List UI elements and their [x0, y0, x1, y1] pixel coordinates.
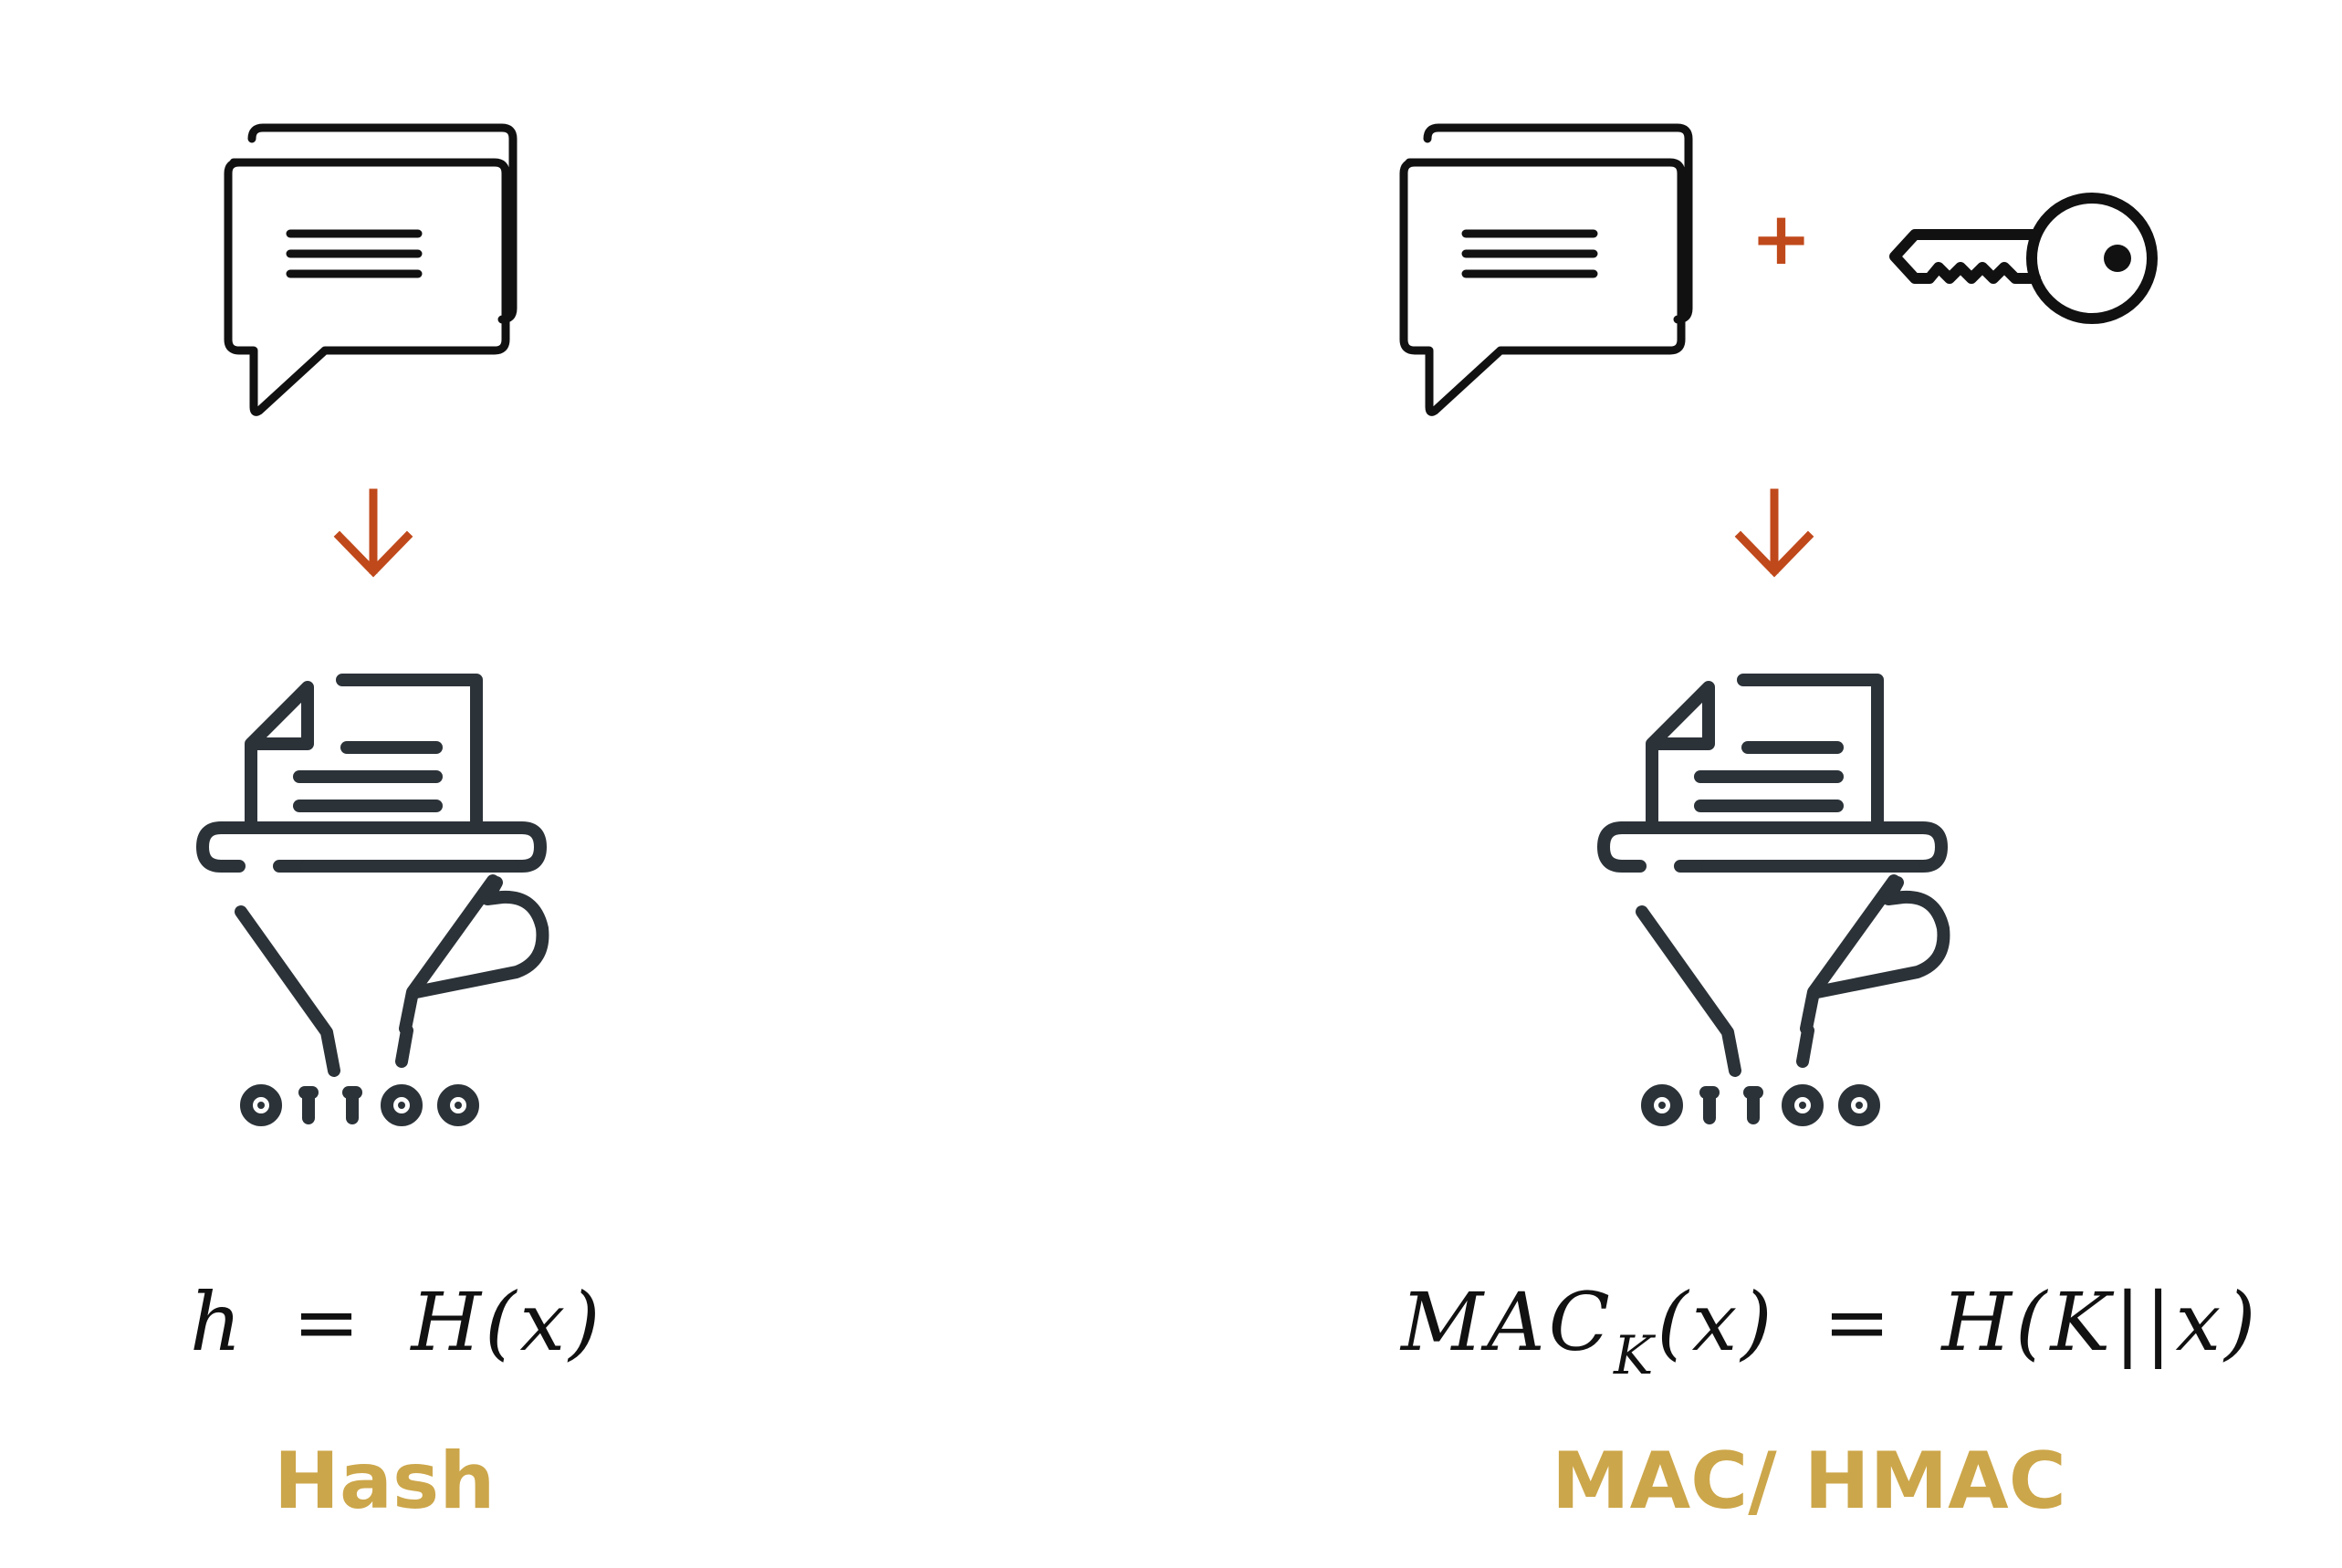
key-icon: [1889, 193, 2158, 324]
hash-formula: h = H(x): [190, 1282, 603, 1363]
plus-icon: +: [1751, 196, 1813, 281]
hash-funnel-icon: [196, 674, 549, 1126]
hash-formula-rhs: H(x): [411, 1275, 604, 1369]
hash-formula-eq: =: [292, 1275, 364, 1369]
message-bubbles-icon: [224, 123, 518, 416]
mac-formula-subscript: K: [1614, 1324, 1657, 1386]
hash-panel: h = H(x) Hash: [0, 0, 748, 1568]
message-bubbles-icon: [1399, 123, 1693, 416]
mac-formula: MACK(x) = H(K||x): [1401, 1282, 2259, 1383]
mac-formula-arg: (x): [1657, 1275, 1776, 1369]
mac-panel: +: [1278, 0, 2342, 1568]
down-arrow-icon: [333, 488, 413, 578]
down-arrow-icon: [1734, 488, 1814, 578]
hash-formula-lhs: h: [190, 1275, 246, 1369]
mac-formula-eq: =: [1823, 1275, 1895, 1369]
mac-formula-rhs: H(K||x): [1941, 1275, 2260, 1369]
mac-label: MAC/ HMAC: [1552, 1436, 2066, 1527]
hash-label: Hash: [274, 1436, 496, 1527]
mac-formula-lhs: MAC: [1401, 1275, 1614, 1369]
hash-funnel-icon: [1597, 674, 1950, 1126]
